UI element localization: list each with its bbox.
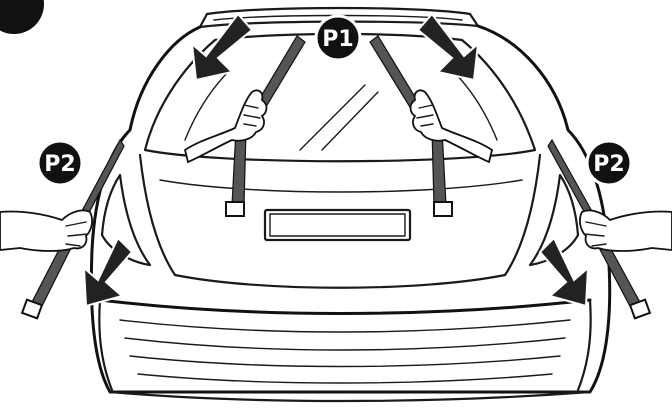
hand-icon <box>411 90 493 162</box>
label-badge-p2-right: P2 <box>587 141 631 185</box>
car-rear-outline <box>91 8 609 401</box>
label-badge-p2-left: P2 <box>38 141 82 185</box>
label-p1-text: P1 <box>322 27 353 52</box>
label-p2-right-text: P2 <box>593 152 624 177</box>
hand-icon <box>580 210 672 251</box>
label-p2-left-text: P2 <box>44 152 75 177</box>
label-badge-p1: P1 <box>316 16 360 60</box>
hand-icon <box>185 90 267 162</box>
step-number-badge <box>0 0 44 34</box>
hand-icon <box>0 210 92 251</box>
pull-arrow-icon <box>540 238 588 306</box>
